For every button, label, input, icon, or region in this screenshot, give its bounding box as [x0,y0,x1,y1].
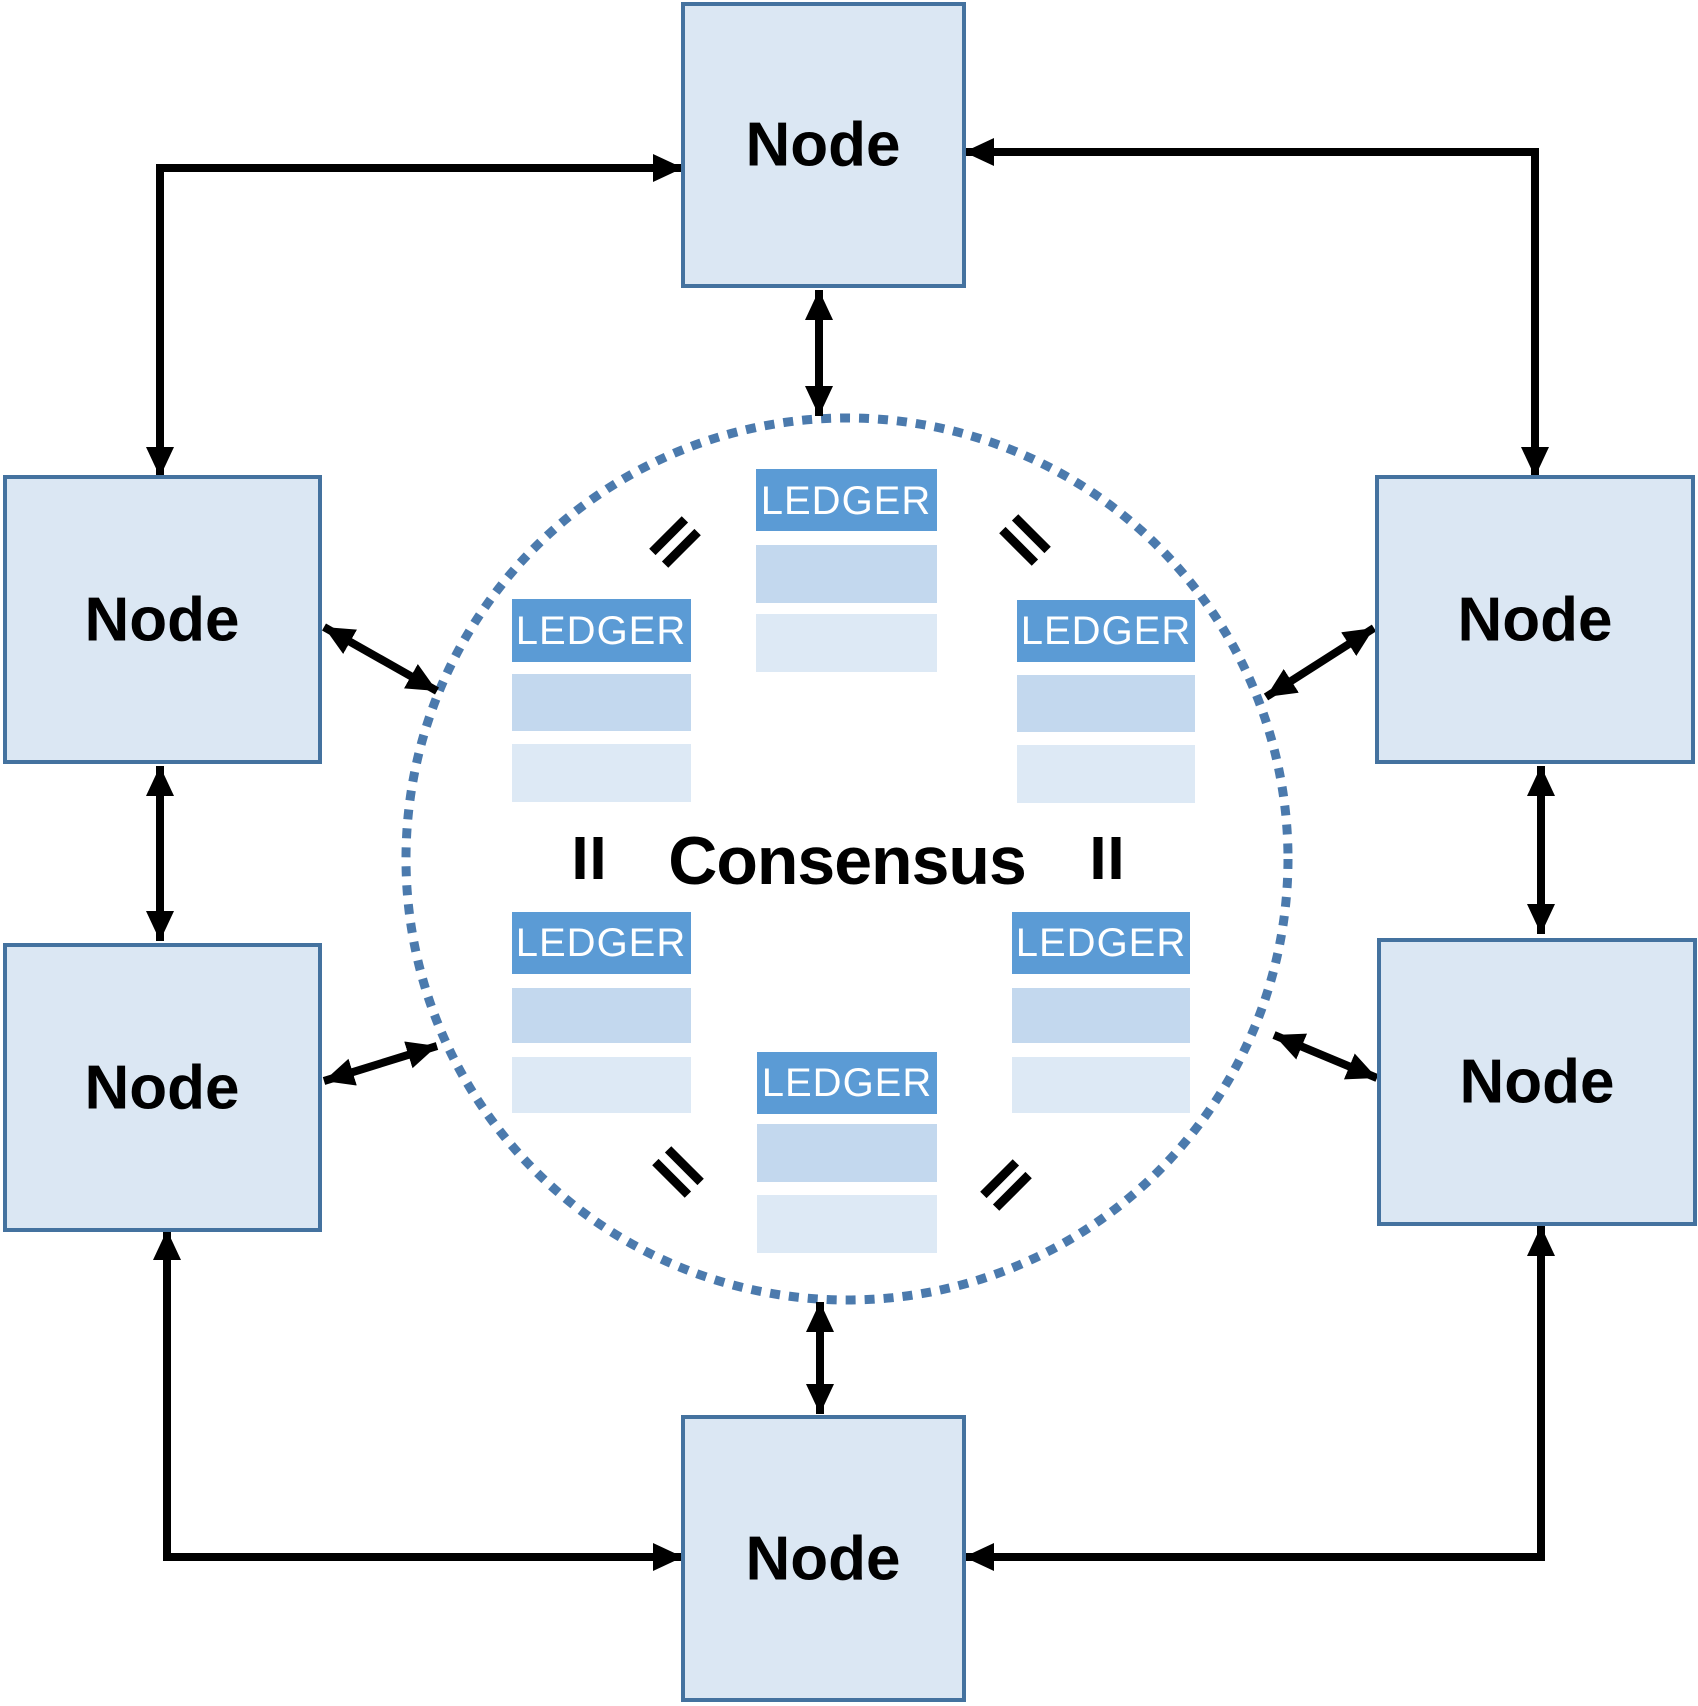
equals-bar [999,526,1039,566]
ledger-lower-left: LEDGER [512,912,691,1113]
node-label: Node [85,586,240,655]
ledger-row [512,744,691,802]
equals-bar [992,1171,1032,1211]
ledger-header [512,599,691,662]
node-box [1377,938,1697,1226]
node-label: Node [1458,586,1613,655]
arrow-right-upper-node-circle [1263,624,1377,701]
node-box [681,2,966,288]
equals-bar [980,1159,1020,1199]
equals-icon-upper-right [999,514,1051,566]
ledger-title: LEDGER [762,1061,933,1105]
node-label: Node [85,1054,240,1123]
ledger-top-center: LEDGER [756,469,937,672]
node-label: Node [746,111,901,180]
ledger-title: LEDGER [516,609,687,653]
ledger-row [757,1195,937,1253]
consensus-label: Consensus [668,823,1026,899]
node-box [1375,475,1695,764]
equals-bar [661,528,701,568]
ledger-header [757,1052,937,1114]
ledger-row [1017,675,1195,732]
ledger-title: LEDGER [1021,609,1192,653]
ledger-title: LEDGER [516,921,687,965]
node-box [3,943,322,1232]
ledger-upper-left: LEDGER [512,599,691,802]
ledger-upper-right: LEDGER [1017,600,1195,803]
arrow-left-lower-node-circle [322,1041,439,1086]
node-right-upper: Node [1375,475,1695,764]
node-bottom: Node [681,1415,966,1702]
arrow-right-lower-node-circle [1272,1031,1379,1082]
equals-icon-lower-left [652,1146,704,1198]
ledger-header [512,912,691,974]
ledger-header [1017,600,1195,662]
ledger-row [756,614,937,672]
ledger-row [512,988,691,1043]
ledger-row [1012,988,1190,1043]
arrow-bottom-left-elbow [153,1230,683,1571]
ledger-row [757,1124,937,1182]
ledger-header [756,469,937,531]
ledger-bottom-center: LEDGER [757,1052,937,1253]
arrow-top-left-elbow [146,154,683,477]
equals-bar [652,1158,692,1198]
node-box [3,475,322,764]
arrow-top-right-elbow [964,138,1549,477]
equals-icon-lower-right [980,1159,1032,1211]
ledger-row [1012,1057,1190,1113]
ledger-row [512,1057,691,1113]
equals-icon-middle-right [1093,837,1121,879]
arrow-left-upper-node-circle [322,623,439,695]
node-left-lower: Node [3,943,322,1232]
consensus-circle [401,413,1293,1305]
node-label: Node [1460,1048,1615,1117]
ledger-row [756,545,937,603]
ledger-row [1017,745,1195,803]
ledger-title: LEDGER [761,479,932,523]
node-label: Node [746,1525,901,1594]
node-left-upper: Node [3,475,322,764]
ledger-row [512,674,691,731]
equals-bar [649,516,689,556]
equals-bar [664,1146,704,1186]
arrow-bottom-right-elbow [964,1226,1555,1571]
node-right-lower: Node [1377,938,1697,1226]
ledger-title: LEDGER [1016,921,1187,965]
node-top: Node [681,2,966,288]
equals-icon-upper-left [649,516,701,568]
ledger-header [1012,912,1190,974]
ledger-lower-right: LEDGER [1012,912,1190,1113]
equals-bar [1011,514,1051,554]
equals-icon-middle-left [575,837,603,879]
node-box [681,1415,966,1702]
